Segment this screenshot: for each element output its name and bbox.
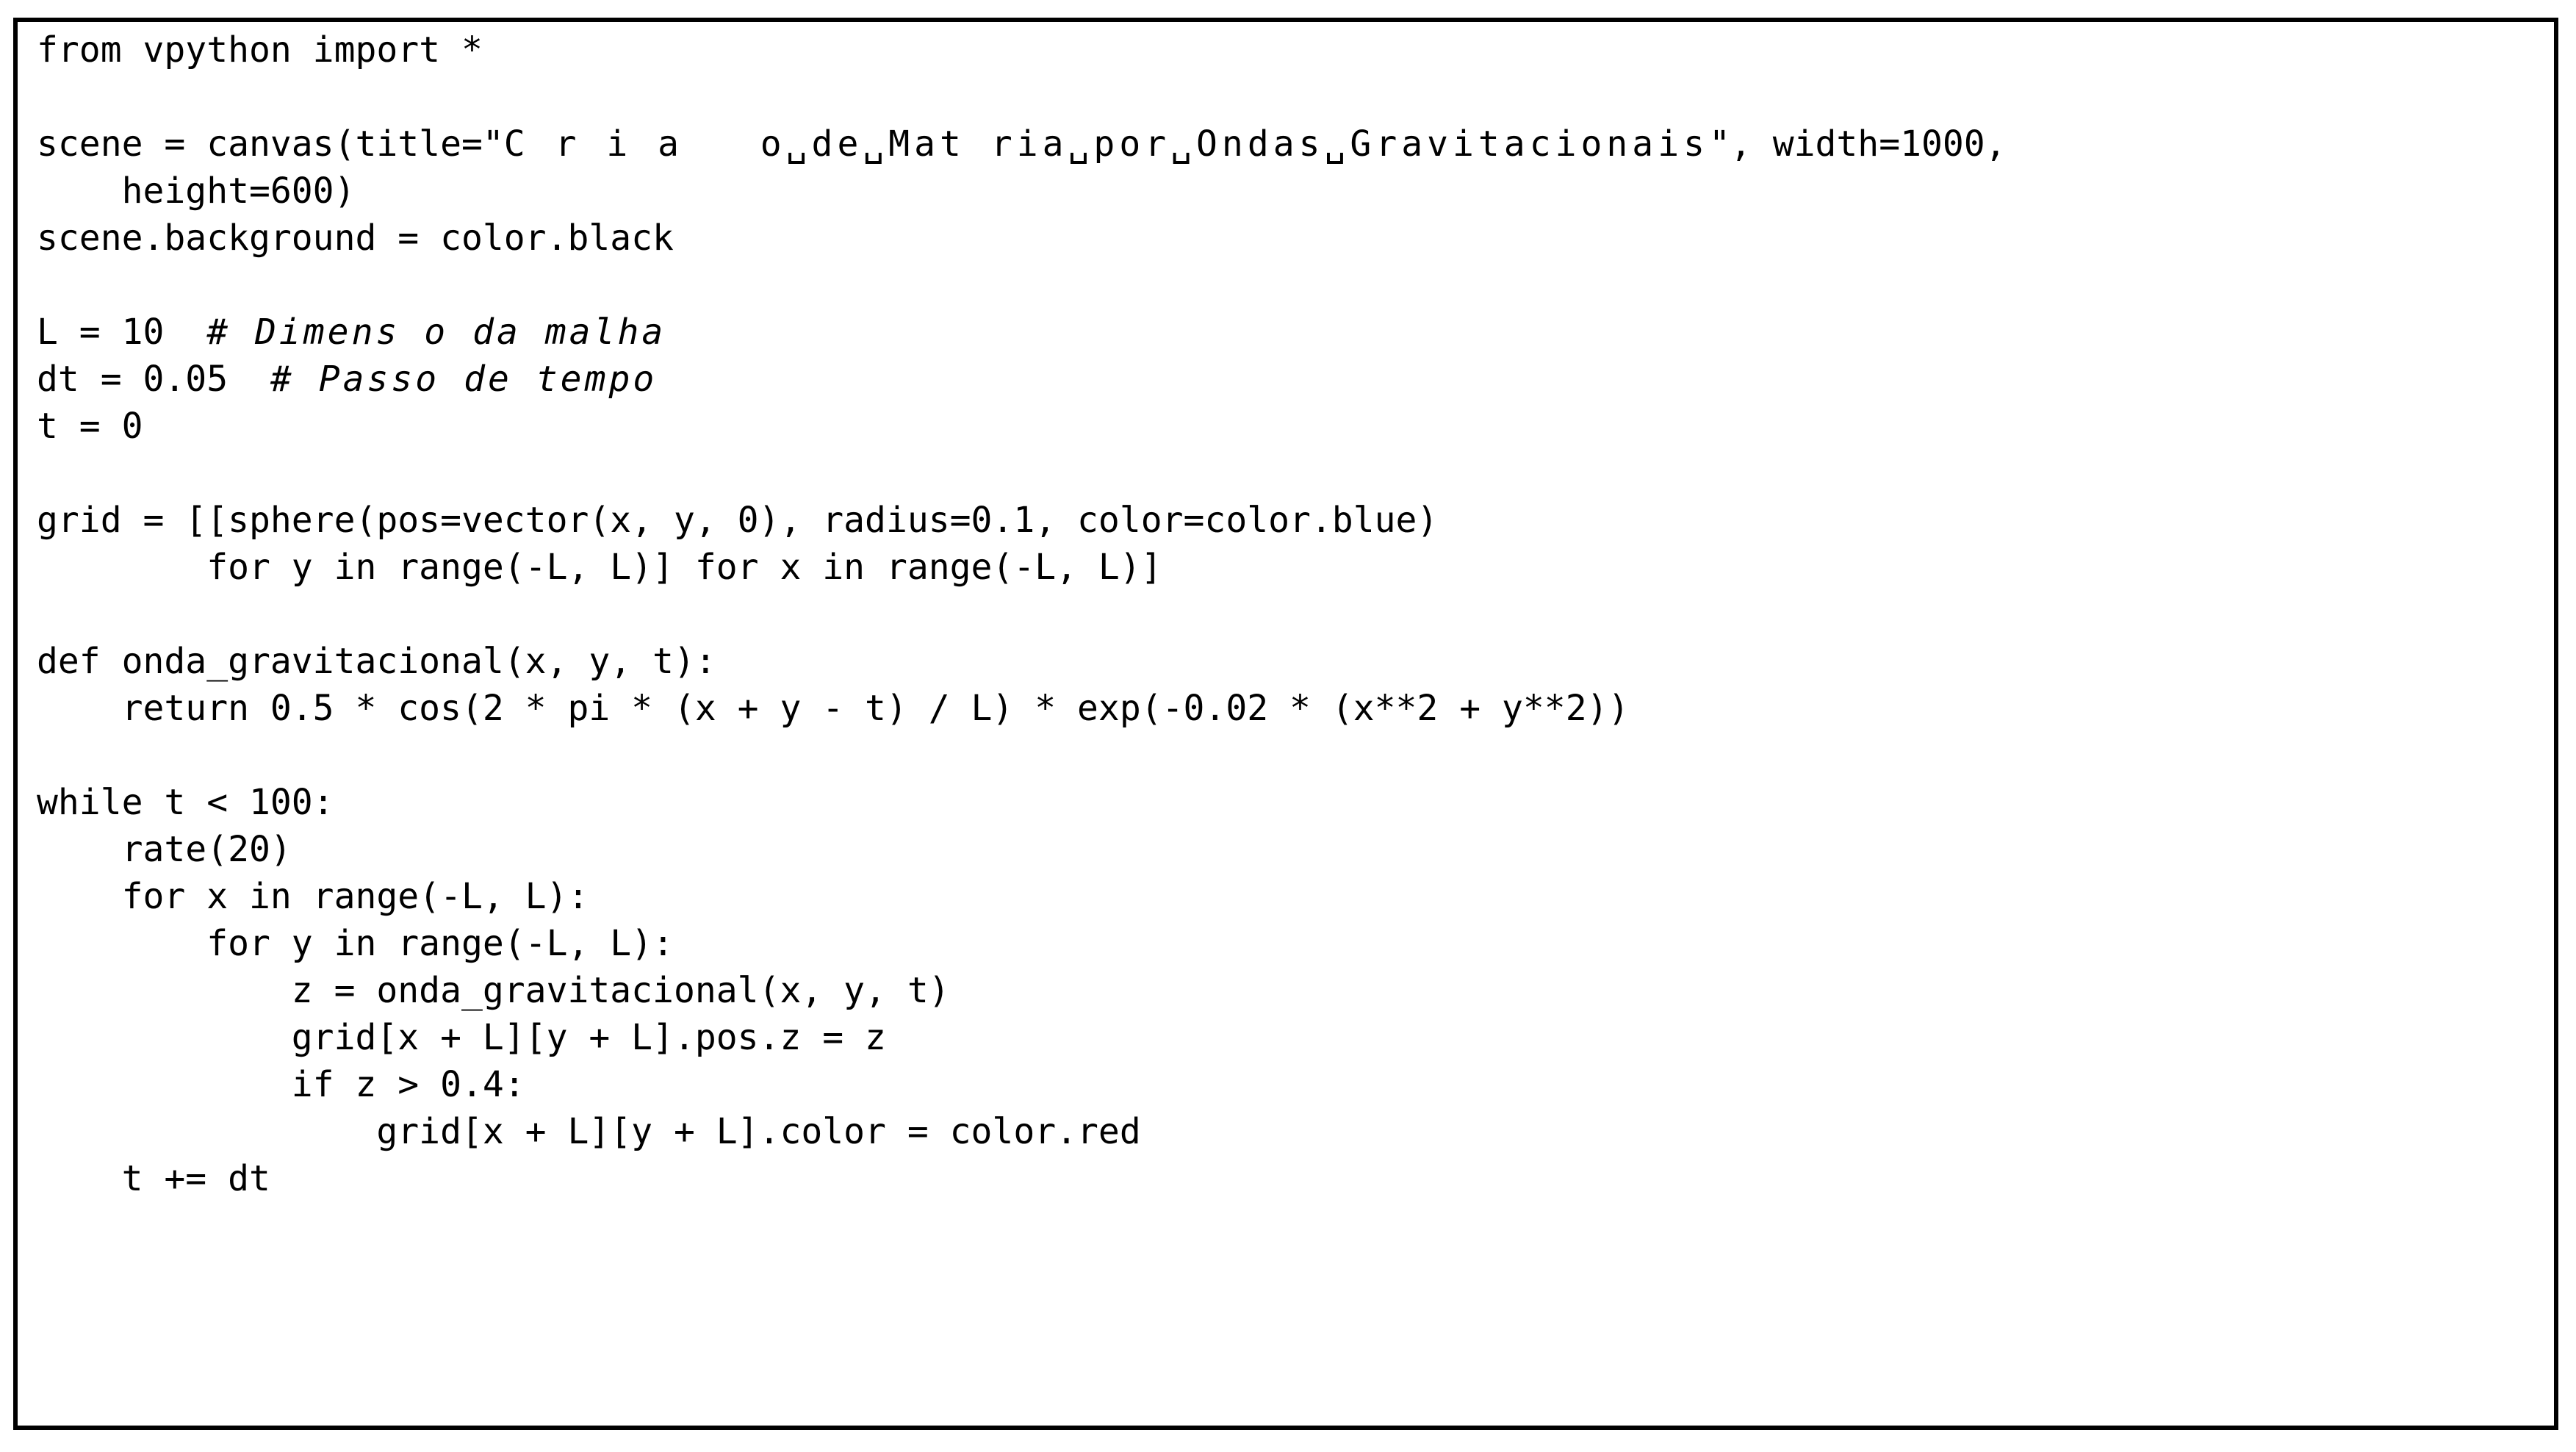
code-line: scene.background = color.black	[37, 218, 674, 259]
code-line-blank	[37, 732, 2550, 779]
code-line: for x in range(-L, L):	[37, 876, 589, 917]
code-listing-frame: from vpython import * scene = canvas(tit…	[13, 18, 2558, 1430]
code-line-blank	[37, 73, 2550, 121]
code-line: dt = 0.05 # Passo de tempo	[37, 356, 2550, 403]
code-listing-body: from vpython import * scene = canvas(tit…	[37, 26, 2550, 1421]
code-segment-string-literal: C r i a o␣de␣Mat ria␣por␣Ondas␣Gravitaci…	[503, 123, 1709, 165]
code-segment-statement: dt = 0.05	[37, 359, 270, 400]
code-line-blank	[37, 262, 2550, 309]
code-line: for y in range(-L, L)] for x in range(-L…	[37, 547, 1162, 588]
code-segment-comment: # Dimens o da malha	[206, 312, 666, 353]
code-line-blank	[37, 591, 2550, 638]
code-line: from vpython import *	[37, 29, 483, 71]
code-line: grid = [[sphere(pos=vector(x, y, 0), rad…	[37, 500, 1439, 541]
code-segment-prefix: scene = canvas(title="	[37, 123, 504, 165]
code-segment-statement: L = 10	[37, 312, 207, 353]
code-line: rate(20)	[37, 829, 292, 870]
code-line: height=600)	[37, 170, 356, 212]
code-line: L = 10 # Dimens o da malha	[37, 309, 2550, 356]
code-line: t = 0	[37, 406, 143, 447]
code-line: grid[x + L][y + L].color = color.red	[37, 1111, 1141, 1152]
code-segment-suffix: ", width=1000,	[1709, 123, 2007, 165]
code-segment-comment: # Passo de tempo	[270, 359, 658, 400]
code-line: if z > 0.4:	[37, 1064, 525, 1105]
code-line: def onda_gravitacional(x, y, t):	[37, 641, 716, 682]
code-line: z = onda_gravitacional(x, y, t)	[37, 970, 950, 1011]
code-line: while t < 100:	[37, 782, 334, 823]
code-line: t += dt	[37, 1158, 270, 1199]
code-line: return 0.5 * cos(2 * pi * (x + y - t) / …	[37, 688, 1630, 729]
code-line-blank	[37, 450, 2550, 497]
code-line: scene = canvas(title="C r i a o␣de␣Mat r…	[37, 121, 2550, 168]
code-line: grid[x + L][y + L].pos.z = z	[37, 1017, 886, 1058]
code-line: for y in range(-L, L):	[37, 923, 674, 964]
